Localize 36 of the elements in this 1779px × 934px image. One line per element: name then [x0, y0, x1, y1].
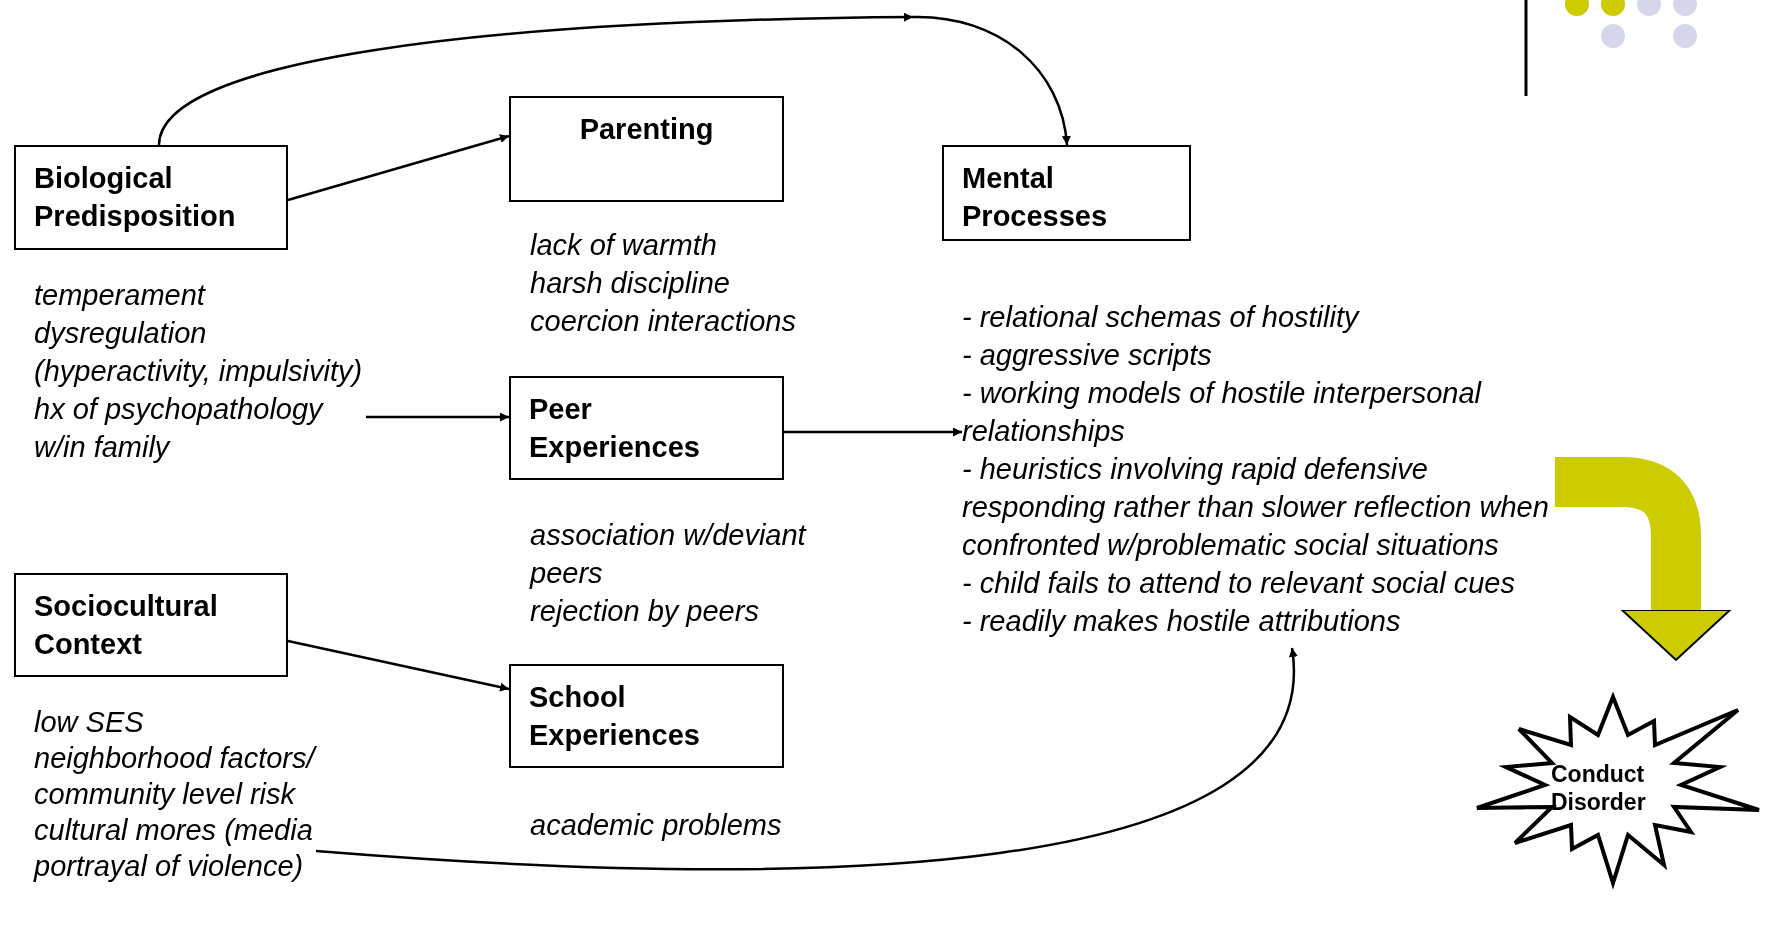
node-label: Mental Processes: [962, 161, 1109, 234]
node-label: Biological Predisposition: [34, 161, 237, 234]
arrow: [315, 647, 1297, 871]
process-box: [509, 664, 784, 768]
arrow: [157, 13, 1071, 146]
process-box: [14, 145, 288, 250]
factor-text: coercion interactions: [530, 304, 797, 339]
node-label: School Experiences: [529, 680, 701, 753]
factor-text: academic problems: [530, 808, 783, 843]
list-item: - heuristics involving rapid defensive responding rather than slower reflection when confronted w/problematic social situations: [962, 452, 1550, 563]
factor-text: rejection by peers: [530, 594, 760, 629]
node-label: Sociocultural Context: [34, 589, 219, 662]
node-label: Conduct Disorder: [1551, 760, 1647, 816]
node-label: Peer Experiences: [529, 392, 701, 465]
list-item: hx of psychopathology w/in family: [34, 392, 325, 465]
factor-text: harsh discipline: [530, 266, 731, 301]
arrow: [366, 412, 509, 422]
block-arrow: [1555, 457, 1731, 661]
list-item: - child fails to attend to relevant social cues: [962, 566, 1516, 601]
arrow: [784, 427, 962, 437]
list-item: - readily makes hostile attributions: [962, 604, 1402, 639]
list-item: low SES: [34, 705, 145, 740]
node-label: Parenting: [578, 112, 715, 147]
list-item: cultural mores (media portrayal of violence): [34, 813, 314, 884]
list-item: - aggressive scripts: [962, 338, 1213, 373]
list-item: - relational schemas of hostility: [962, 300, 1361, 335]
process-box: [509, 96, 784, 202]
arrow: [287, 134, 510, 202]
process-box: [942, 145, 1191, 241]
process-box: [14, 573, 288, 677]
list-item: dysregulation (hyperactivity, impulsivity): [34, 316, 364, 389]
arrow: [287, 639, 510, 692]
factor-text: lack of warmth: [530, 228, 718, 263]
list-item: - working models of hostile interpersonal relationships: [962, 376, 1483, 449]
process-box: [509, 376, 784, 480]
list-item: temperament: [34, 278, 207, 313]
